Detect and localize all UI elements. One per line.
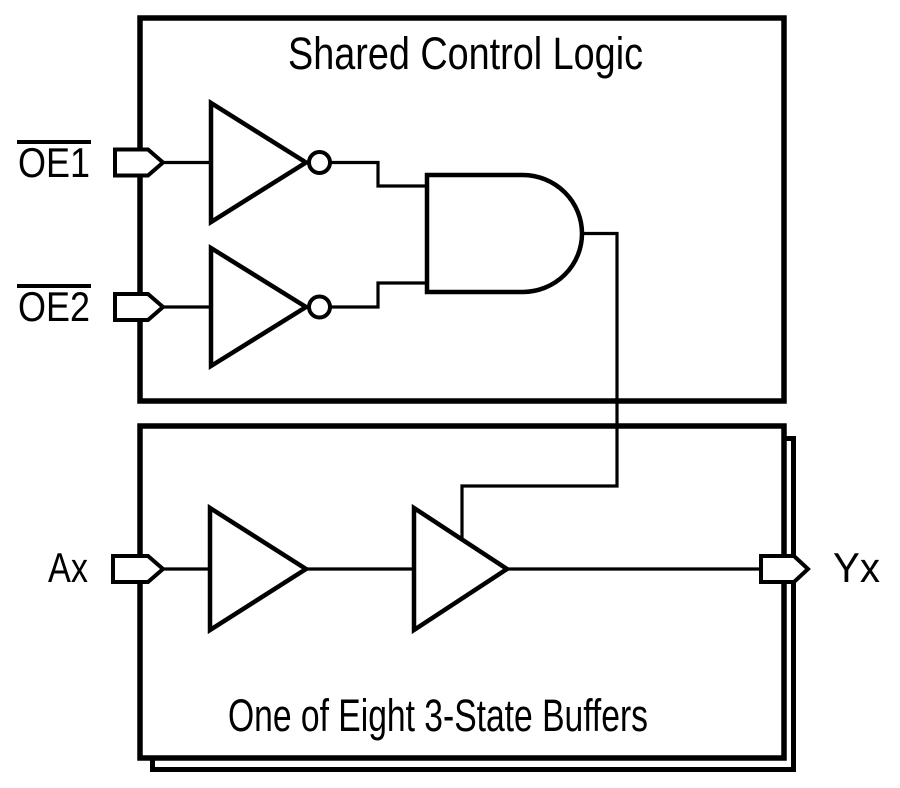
wire-and-to-tristate-enable [460, 231, 619, 540]
inverter2-gate-icon [208, 243, 311, 371]
inverter1-gate-icon [208, 98, 311, 227]
oe1-input-pin-icon [113, 147, 167, 178]
oe2-label: OE2 [18, 283, 90, 330]
inverter1-bubble-icon [307, 150, 332, 175]
yx-label: Yx [833, 544, 880, 591]
ax-label: Ax [48, 544, 88, 591]
ax-input-pin-icon [111, 554, 167, 584]
and-gate-icon [424, 172, 585, 295]
oe1-label: OE1 [18, 139, 90, 186]
tristate-buffer-gate-icon [411, 503, 512, 635]
yx-output-pin-icon [759, 554, 811, 584]
oe2-input-pin-icon [113, 292, 167, 322]
wire-inverter2-to-and [329, 281, 427, 309]
wire-inverter1-to-and [329, 160, 427, 188]
inverter2-bubble-icon [307, 294, 332, 320]
buffer-gate-icon [207, 503, 311, 635]
shared-control-logic-title: Shared Control Logic [288, 28, 643, 79]
buffer-block-title: One of Eight 3-State Buffers [228, 690, 648, 741]
